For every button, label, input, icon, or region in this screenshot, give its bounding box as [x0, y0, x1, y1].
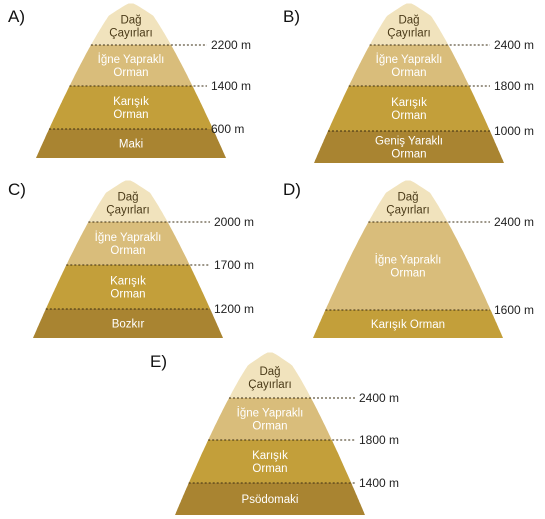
altitude-label: 1800 m — [494, 79, 534, 93]
option-label: D) — [283, 180, 301, 199]
vegetation-band — [314, 131, 504, 163]
vegetation-band — [33, 309, 223, 338]
altitude-label: 1200 m — [214, 302, 254, 316]
vegetation-band — [36, 129, 226, 158]
vegetation-band — [229, 352, 311, 398]
vegetation-band — [208, 398, 332, 440]
vegetation-band — [313, 310, 503, 338]
vegetation-band — [49, 86, 213, 129]
option-label: B) — [283, 7, 300, 26]
altitude-label: 600 m — [211, 122, 244, 136]
vegetation-band — [368, 180, 448, 222]
vegetation-band — [188, 440, 352, 483]
vegetation-band — [328, 86, 490, 131]
vegetation-band — [175, 483, 365, 515]
vegetation-band — [69, 45, 193, 86]
altitude-label: 1800 m — [359, 433, 399, 447]
vegetation-band — [88, 180, 168, 222]
band-label: Maki — [119, 139, 143, 151]
vegetation-band — [369, 3, 449, 45]
altitude-label: 1000 m — [494, 124, 534, 138]
vegetation-band — [325, 222, 491, 310]
altitude-label: 2200 m — [211, 38, 251, 52]
altitude-label: 2400 m — [494, 38, 534, 52]
altitude-label: 2400 m — [494, 215, 534, 229]
band-label: Karışık Orman — [371, 319, 445, 331]
option-label: A) — [8, 7, 25, 26]
altitude-label: 1400 m — [359, 476, 399, 490]
vegetation-band — [66, 222, 190, 265]
altitude-label: 2000 m — [214, 215, 254, 229]
vegetation-band — [45, 265, 211, 309]
option-label: C) — [8, 180, 26, 199]
vegetation-band — [90, 3, 172, 45]
altitude-label: 1400 m — [211, 79, 251, 93]
vegetation-band — [348, 45, 470, 86]
altitude-label: 1700 m — [214, 258, 254, 272]
altitude-label: 2400 m — [359, 391, 399, 405]
altitude-label: 1600 m — [494, 303, 534, 317]
option-label: E) — [150, 352, 167, 371]
band-label: Bozkır — [112, 319, 145, 331]
band-label: Psödomaki — [242, 494, 299, 506]
